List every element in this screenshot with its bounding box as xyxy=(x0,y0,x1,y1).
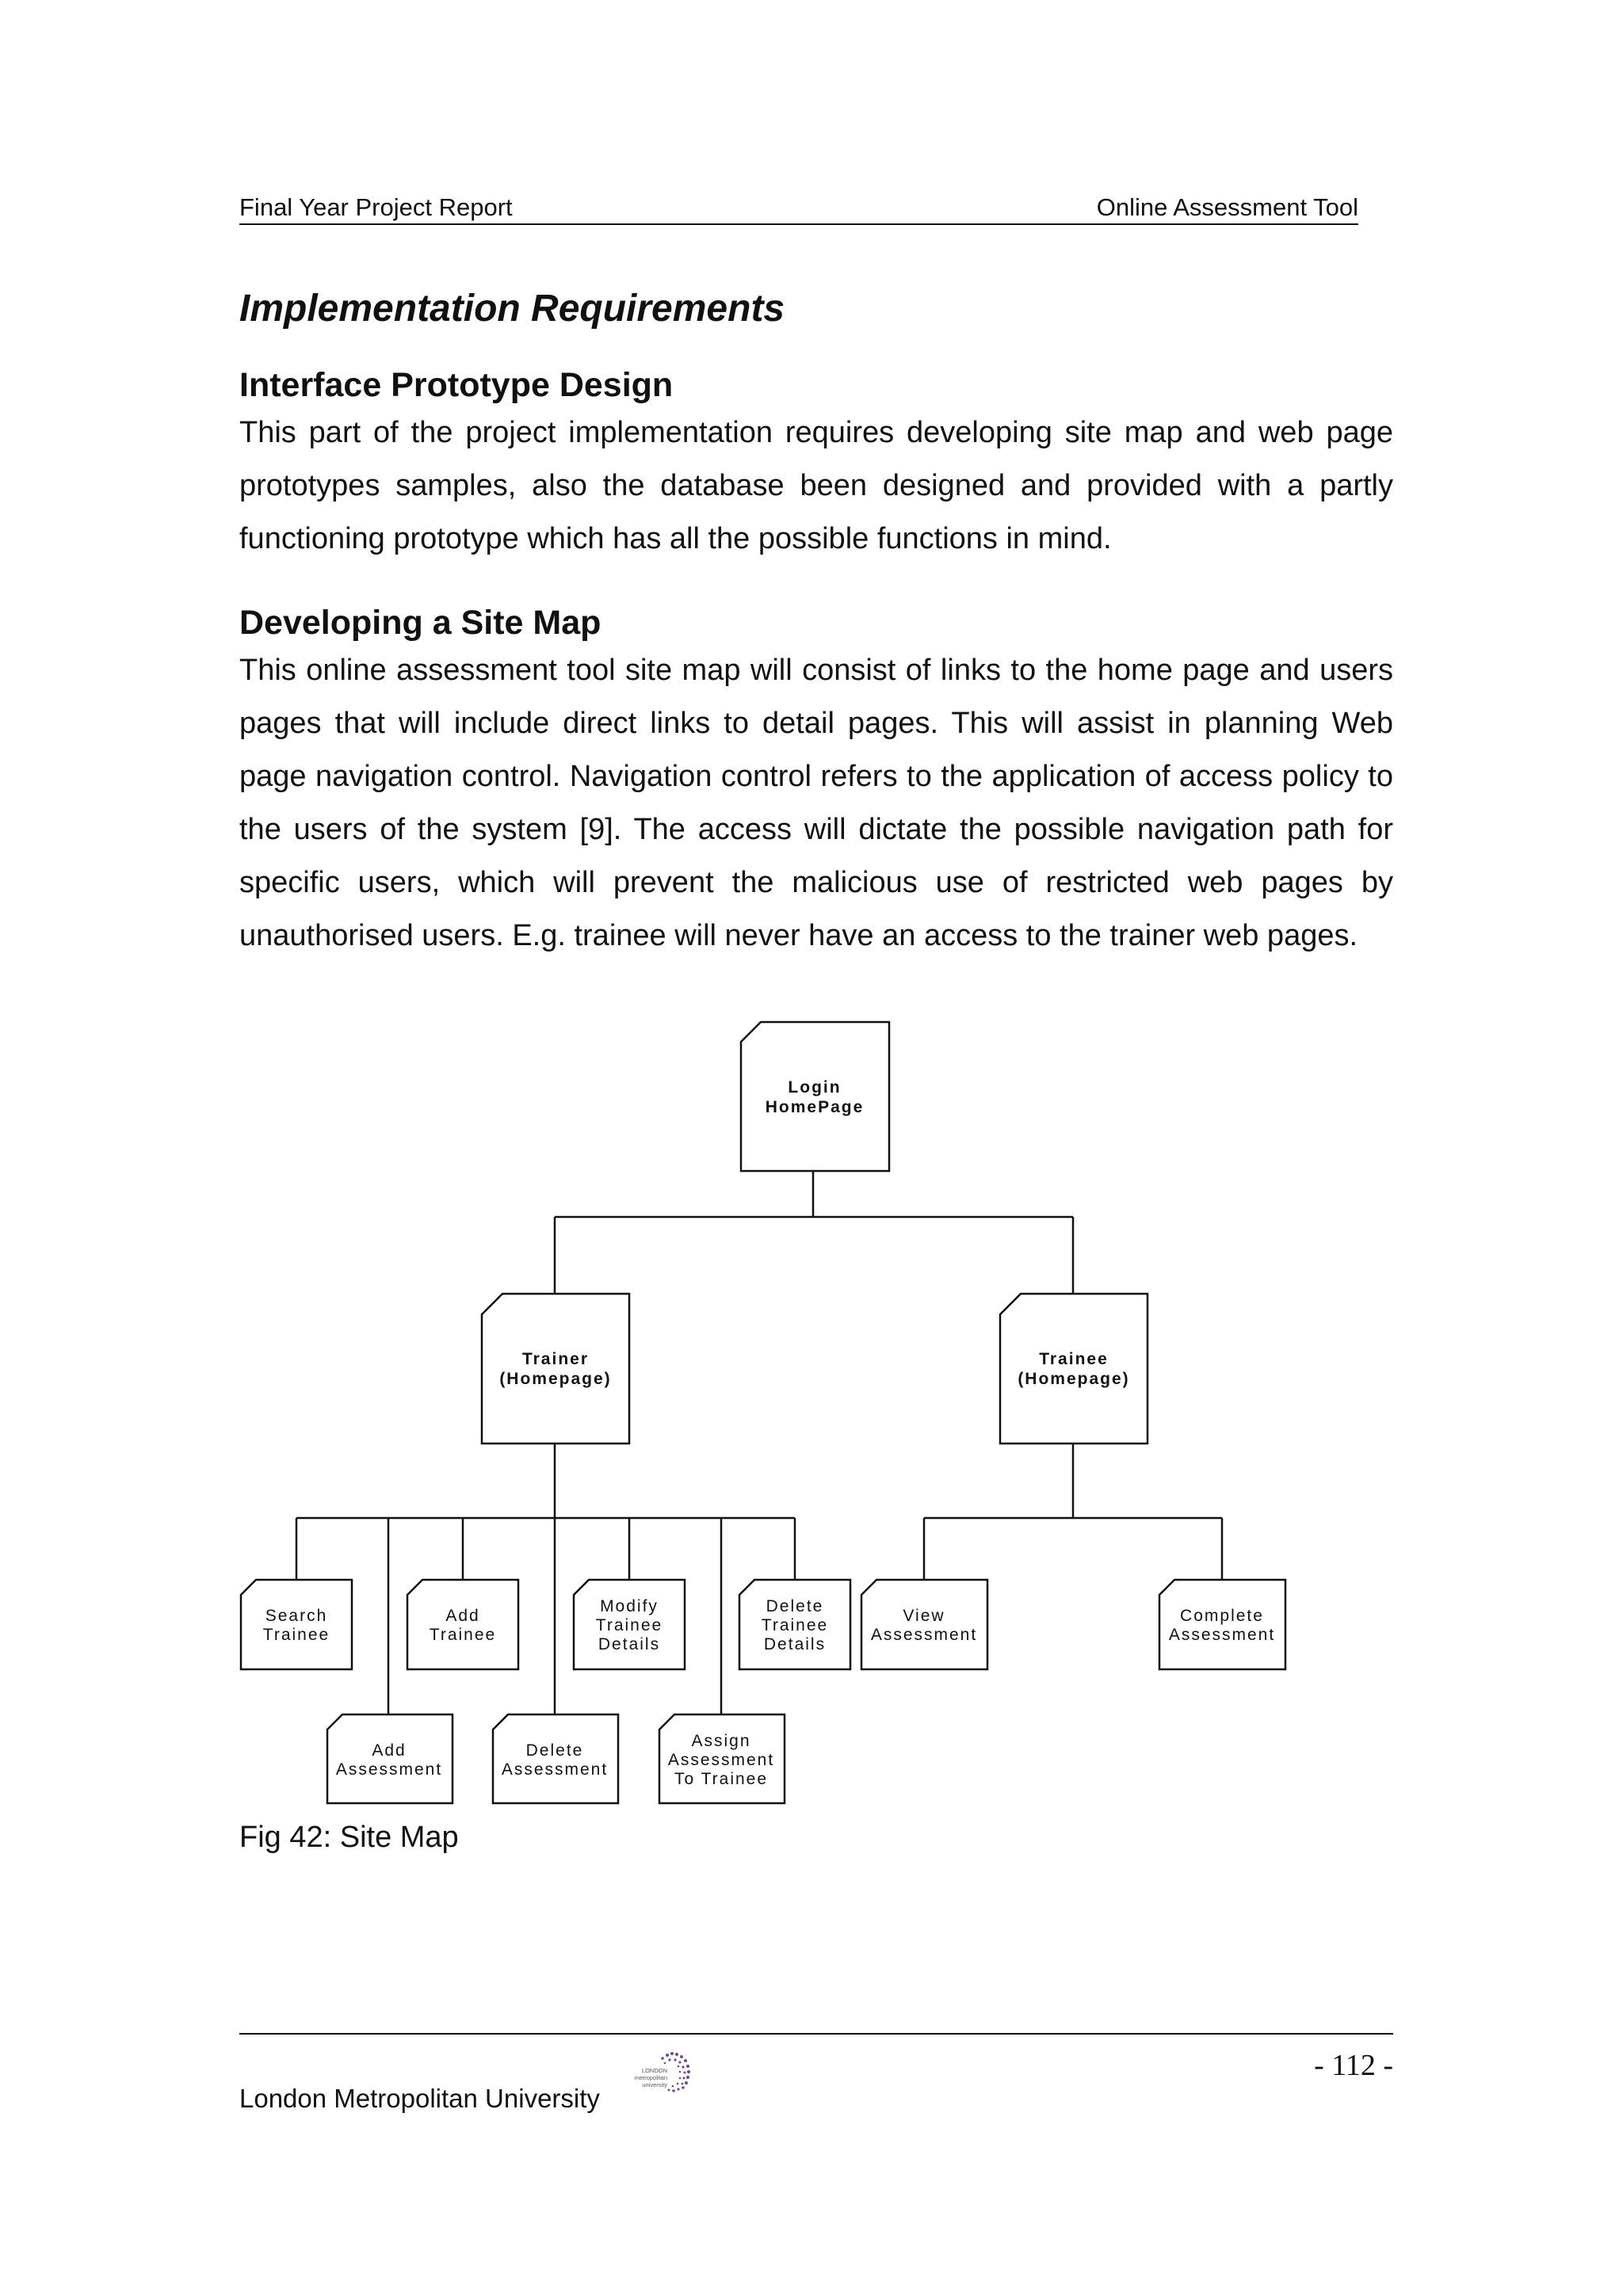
svg-text:LONDON: LONDON xyxy=(642,2067,667,2074)
figure-caption: Fig 42: Site Map xyxy=(239,1821,459,1854)
svg-text:Assign: Assign xyxy=(691,1732,750,1750)
footer-rule xyxy=(239,2033,1393,2035)
running-header: Final Year Project Report Online Assessm… xyxy=(239,193,1358,225)
svg-text:university: university xyxy=(642,2081,667,2088)
svg-text:Login: Login xyxy=(788,1078,841,1097)
svg-text:Trainee: Trainee xyxy=(263,1626,330,1644)
svg-text:Add: Add xyxy=(372,1741,406,1760)
subsection-heading-site-map: Developing a Site Map xyxy=(239,604,601,642)
paragraph-site-map: This online assessment tool site map wil… xyxy=(239,654,1393,952)
site-map-node-complete-assessment: Complete Assessment xyxy=(1158,1578,1287,1671)
svg-text:Details: Details xyxy=(598,1635,660,1653)
svg-text:metropolitan: metropolitan xyxy=(635,2074,667,2081)
svg-text:To Trainee: To Trainee xyxy=(674,1770,768,1788)
site-map-node-trainee-homepage: Trainee (Homepage) xyxy=(999,1292,1149,1445)
svg-text:Details: Details xyxy=(764,1635,826,1653)
svg-text:Delete: Delete xyxy=(526,1741,584,1760)
svg-text:(Homepage): (Homepage) xyxy=(499,1370,611,1388)
site-map-node-add-assessment: Add Assessment xyxy=(326,1713,454,1805)
header-report-title: Final Year Project Report xyxy=(239,193,513,221)
svg-text:Trainee: Trainee xyxy=(762,1616,828,1634)
svg-text:Trainer: Trainer xyxy=(522,1350,589,1368)
paragraph-interface-prototype: This part of the project implementation … xyxy=(239,416,1393,555)
svg-text:Complete: Complete xyxy=(1180,1607,1264,1625)
site-map-node-delete-assessment: Delete Assessment xyxy=(491,1713,620,1805)
svg-text:Assessment: Assessment xyxy=(871,1626,977,1644)
svg-text:Trainee: Trainee xyxy=(430,1626,496,1644)
svg-text:Trainee: Trainee xyxy=(1039,1350,1109,1368)
site-map-node-modify-trainee-details: Modify Trainee Details xyxy=(572,1578,686,1671)
svg-text:Assessment: Assessment xyxy=(1169,1626,1275,1644)
svg-text:Search: Search xyxy=(265,1607,328,1625)
svg-text:View: View xyxy=(903,1607,945,1625)
svg-text:Assessment: Assessment xyxy=(336,1760,442,1779)
svg-text:HomePage: HomePage xyxy=(766,1098,865,1116)
svg-text:Trainee: Trainee xyxy=(596,1616,663,1634)
site-map-node-view-assessment: View Assessment xyxy=(860,1578,989,1671)
svg-text:Delete: Delete xyxy=(766,1597,824,1615)
site-map-node-delete-trainee-details: Delete Trainee Details xyxy=(738,1578,852,1671)
section-title: Implementation Requirements xyxy=(239,288,785,330)
header-project-title: Online Assessment Tool xyxy=(1096,193,1358,221)
university-logo-icon: LONDON metropolitan university xyxy=(635,2052,690,2092)
site-map-node-login-homepage: Login HomePage xyxy=(739,1020,891,1173)
svg-text:(Homepage): (Homepage) xyxy=(1018,1370,1129,1388)
site-map-node-search-trainee: Search Trainee xyxy=(239,1578,353,1671)
site-map-node-add-trainee: Add Trainee xyxy=(406,1578,520,1671)
connector-lines xyxy=(295,1171,1224,1714)
site-map-node-assign-assessment: Assign Assessment To Trainee xyxy=(658,1713,786,1805)
site-map-node-trainer-homepage: Trainer (Homepage) xyxy=(480,1292,631,1445)
svg-text:Assessment: Assessment xyxy=(502,1760,608,1779)
svg-text:Modify: Modify xyxy=(600,1597,659,1615)
page-number: - 112 - xyxy=(1314,2049,1393,2082)
svg-text:Assessment: Assessment xyxy=(668,1751,774,1769)
subsection-heading-interface-prototype: Interface Prototype Design xyxy=(239,366,674,404)
footer-university-name: London Metropolitan University xyxy=(239,2084,600,2113)
svg-text:Add: Add xyxy=(445,1607,479,1625)
